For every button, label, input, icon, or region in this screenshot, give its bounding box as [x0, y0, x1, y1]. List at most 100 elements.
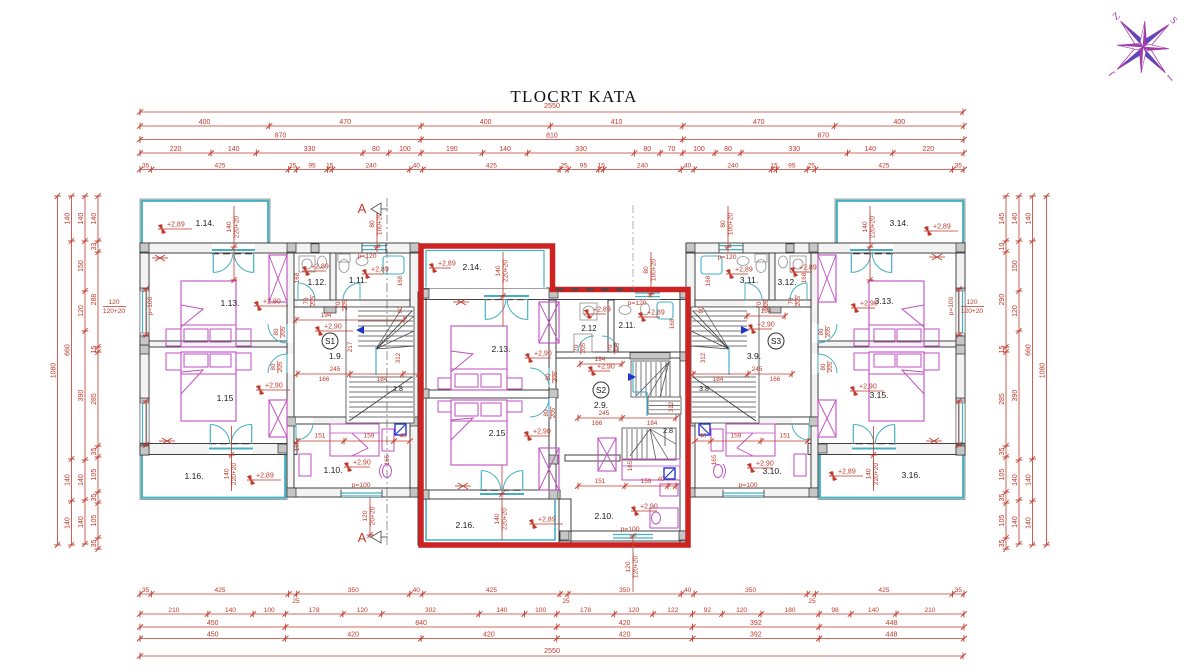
svg-text:+2,90: +2,90	[757, 322, 775, 329]
svg-text:+2,89: +2,89	[735, 267, 753, 274]
svg-text:3.16.: 3.16.	[901, 470, 920, 480]
svg-text:1.8: 1.8	[393, 384, 403, 393]
svg-text:168: 168	[397, 275, 404, 286]
svg-text:p=120: p=120	[357, 253, 376, 260]
svg-text:190: 190	[446, 146, 458, 153]
svg-text:245: 245	[752, 366, 763, 373]
svg-text:15: 15	[999, 346, 1006, 354]
svg-text:205: 205	[342, 299, 349, 310]
svg-text:15: 15	[770, 162, 778, 169]
svg-text:205: 205	[614, 342, 621, 353]
svg-text:165: 165	[711, 454, 718, 465]
svg-text:+2,90: +2,90	[534, 351, 552, 358]
svg-text:840: 840	[415, 620, 427, 627]
svg-text:70: 70	[668, 146, 676, 153]
svg-text:35: 35	[955, 162, 963, 169]
svg-text:140: 140	[864, 146, 876, 153]
svg-text:70: 70	[335, 301, 342, 308]
svg-text:80: 80	[643, 146, 651, 153]
svg-text:2.15: 2.15	[489, 428, 506, 438]
svg-text:159: 159	[641, 478, 652, 485]
svg-text:288: 288	[91, 294, 98, 306]
svg-text:1.16.: 1.16.	[184, 471, 203, 481]
svg-text:25: 25	[292, 598, 300, 605]
svg-text:140: 140	[1012, 213, 1019, 225]
svg-text:80: 80	[369, 220, 376, 228]
svg-text:A: A	[358, 201, 367, 216]
svg-text:140: 140	[868, 607, 879, 614]
svg-text:400: 400	[893, 119, 905, 126]
svg-text:140: 140	[65, 213, 72, 225]
svg-text:80: 80	[724, 146, 732, 153]
svg-text:205: 205	[280, 326, 287, 337]
svg-text:410: 410	[611, 119, 623, 126]
svg-text:140: 140	[1012, 474, 1019, 486]
svg-text:p=100: p=100	[351, 482, 370, 489]
svg-text:302: 302	[425, 607, 436, 614]
svg-text:205: 205	[580, 342, 587, 353]
svg-text:2.16.: 2.16.	[455, 520, 474, 530]
svg-text:120: 120	[362, 510, 369, 521]
svg-text:S3: S3	[771, 337, 781, 346]
svg-text:312: 312	[395, 352, 402, 363]
svg-text:p=100: p=100	[620, 526, 639, 533]
svg-text:140: 140	[866, 468, 873, 479]
svg-text:15: 15	[598, 162, 606, 169]
svg-text:450: 450	[207, 631, 219, 638]
svg-text:425: 425	[878, 162, 889, 169]
svg-text:95: 95	[580, 162, 588, 169]
svg-text:80: 80	[372, 146, 380, 153]
svg-text:120+20: 120+20	[961, 308, 984, 315]
svg-text:40: 40	[684, 162, 692, 169]
svg-text:151: 151	[595, 478, 606, 485]
svg-text:140: 140	[78, 213, 85, 225]
svg-text:120: 120	[966, 299, 977, 306]
svg-text:98: 98	[831, 607, 839, 614]
svg-text:140: 140	[1012, 516, 1019, 528]
svg-text:420: 420	[347, 631, 359, 638]
svg-text:178: 178	[309, 607, 320, 614]
svg-text:290: 290	[999, 294, 1006, 306]
svg-text:100: 100	[264, 607, 275, 614]
svg-text:168: 168	[294, 272, 301, 283]
svg-text:220+20: 220+20	[233, 216, 240, 239]
svg-text:100+20: 100+20	[650, 259, 657, 282]
svg-text:1080: 1080	[51, 363, 58, 379]
svg-text:220+20: 220+20	[869, 216, 876, 239]
svg-text:+2,89: +2,89	[647, 310, 665, 317]
svg-text:2.12: 2.12	[581, 324, 596, 333]
svg-text:p=120: p=120	[627, 300, 646, 307]
svg-text:870: 870	[818, 132, 830, 139]
svg-text:140: 140	[65, 474, 72, 486]
svg-text:J: J	[1107, 68, 1118, 78]
svg-text:660: 660	[1026, 344, 1033, 356]
svg-text:120: 120	[628, 607, 639, 614]
svg-text:420: 420	[483, 631, 495, 638]
svg-text:20+20: 20+20	[369, 506, 376, 525]
svg-text:205: 205	[827, 361, 834, 372]
svg-text:70: 70	[756, 301, 763, 308]
svg-text:70: 70	[607, 344, 614, 351]
svg-text:35: 35	[999, 540, 1006, 548]
svg-text:180: 180	[785, 607, 796, 614]
svg-text:15: 15	[326, 162, 334, 169]
svg-text:100: 100	[399, 146, 411, 153]
svg-text:220+20: 220+20	[231, 463, 238, 486]
svg-text:3.8: 3.8	[699, 384, 709, 393]
svg-text:+2,89: +2,89	[167, 222, 185, 229]
svg-text:+2,90: +2,90	[324, 324, 342, 331]
svg-text:285: 285	[999, 393, 1006, 405]
svg-text:217: 217	[347, 341, 354, 352]
svg-text:25: 25	[808, 598, 816, 605]
svg-text:420: 420	[619, 620, 631, 627]
svg-text:425: 425	[878, 587, 889, 594]
svg-text:392: 392	[750, 620, 762, 627]
svg-text:3.10.: 3.10.	[762, 466, 781, 476]
svg-text:105: 105	[294, 440, 301, 451]
svg-text:p=100: p=100	[738, 482, 757, 489]
svg-text:150: 150	[78, 260, 85, 272]
svg-text:+2,90: +2,90	[353, 460, 371, 467]
svg-text:140: 140	[494, 513, 501, 524]
svg-text:35: 35	[999, 448, 1006, 456]
svg-text:3.9.: 3.9.	[747, 351, 761, 361]
